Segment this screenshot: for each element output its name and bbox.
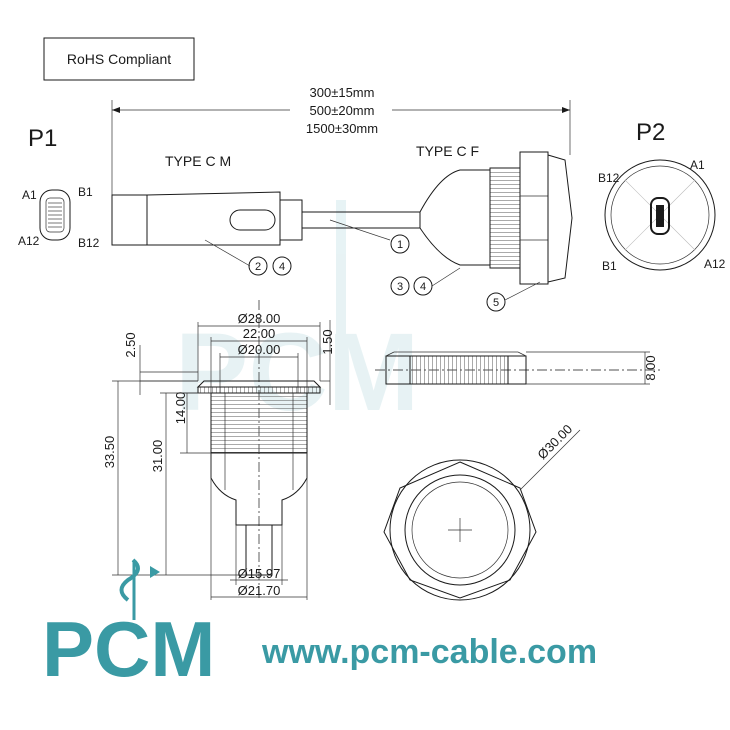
brand-footer: PCM www.pcm-cable.com: [42, 558, 597, 693]
svg-text:4: 4: [279, 261, 285, 273]
svg-text:Ø30.00: Ø30.00: [534, 421, 575, 462]
brand-website: www.pcm-cable.com: [261, 633, 597, 671]
svg-text:A1: A1: [690, 158, 705, 172]
svg-text:3: 3: [397, 281, 403, 293]
rohs-box: [43, 37, 195, 81]
svg-text:2: 2: [255, 261, 261, 273]
svg-text:5: 5: [493, 297, 499, 309]
svg-text:14.00: 14.00: [173, 392, 188, 425]
svg-text:B1: B1: [602, 259, 617, 273]
svg-text:4: 4: [420, 281, 426, 293]
svg-text:1.50: 1.50: [320, 329, 335, 354]
type-c-female-connector: [419, 151, 573, 285]
nut-side-view: 8.00: [375, 351, 660, 385]
svg-text:31.00: 31.00: [150, 440, 165, 473]
length-line-2: 500±20mm: [310, 103, 375, 118]
type-c-male-connector: [111, 191, 420, 246]
svg-text:33.50: 33.50: [102, 436, 117, 469]
p1-pinout: A1 B1 A12 B12: [18, 185, 100, 250]
svg-text:A12: A12: [18, 234, 40, 248]
svg-text:2.50: 2.50: [123, 332, 138, 357]
svg-text:22.00: 22.00: [243, 326, 276, 341]
front-view-dimensions: Ø28.00 22.00 Ø20.00 2.50 1.50 14.00 33.5…: [102, 311, 335, 600]
svg-text:B12: B12: [598, 171, 620, 185]
cable-length-dimension: 300±15mm 500±20mm 1500±30mm: [111, 85, 571, 200]
length-line-3: 1500±30mm: [306, 121, 378, 136]
svg-text:A1: A1: [22, 188, 37, 202]
brand-logo: PCM: [42, 605, 215, 693]
svg-text:Ø20.00: Ø20.00: [238, 342, 281, 357]
svg-text:B1: B1: [78, 185, 93, 199]
p1-title: P1: [28, 125, 57, 152]
front-view-drawing: [196, 300, 322, 600]
svg-text:Ø15.97: Ø15.97: [238, 566, 281, 581]
p2-title: P2: [636, 119, 665, 146]
svg-text:8.00: 8.00: [643, 355, 658, 380]
svg-text:Ø21.70: Ø21.70: [238, 583, 281, 598]
svg-text:B12: B12: [78, 236, 100, 250]
svg-text:A12: A12: [704, 257, 726, 271]
type-female-label: TYPE C F: [416, 143, 479, 159]
callouts: 1 2 4 3 4 5: [204, 219, 541, 312]
nut-top-view: Ø30.00: [383, 421, 581, 601]
svg-text:1: 1: [397, 239, 403, 251]
svg-text:Ø28.00: Ø28.00: [238, 311, 281, 326]
length-line-1: 300±15mm: [310, 85, 375, 100]
p2-pinout: B12 A1 B1 A12: [598, 158, 726, 273]
type-male-label: TYPE C M: [165, 153, 231, 169]
rohs-label: RoHS Compliant: [67, 51, 171, 67]
